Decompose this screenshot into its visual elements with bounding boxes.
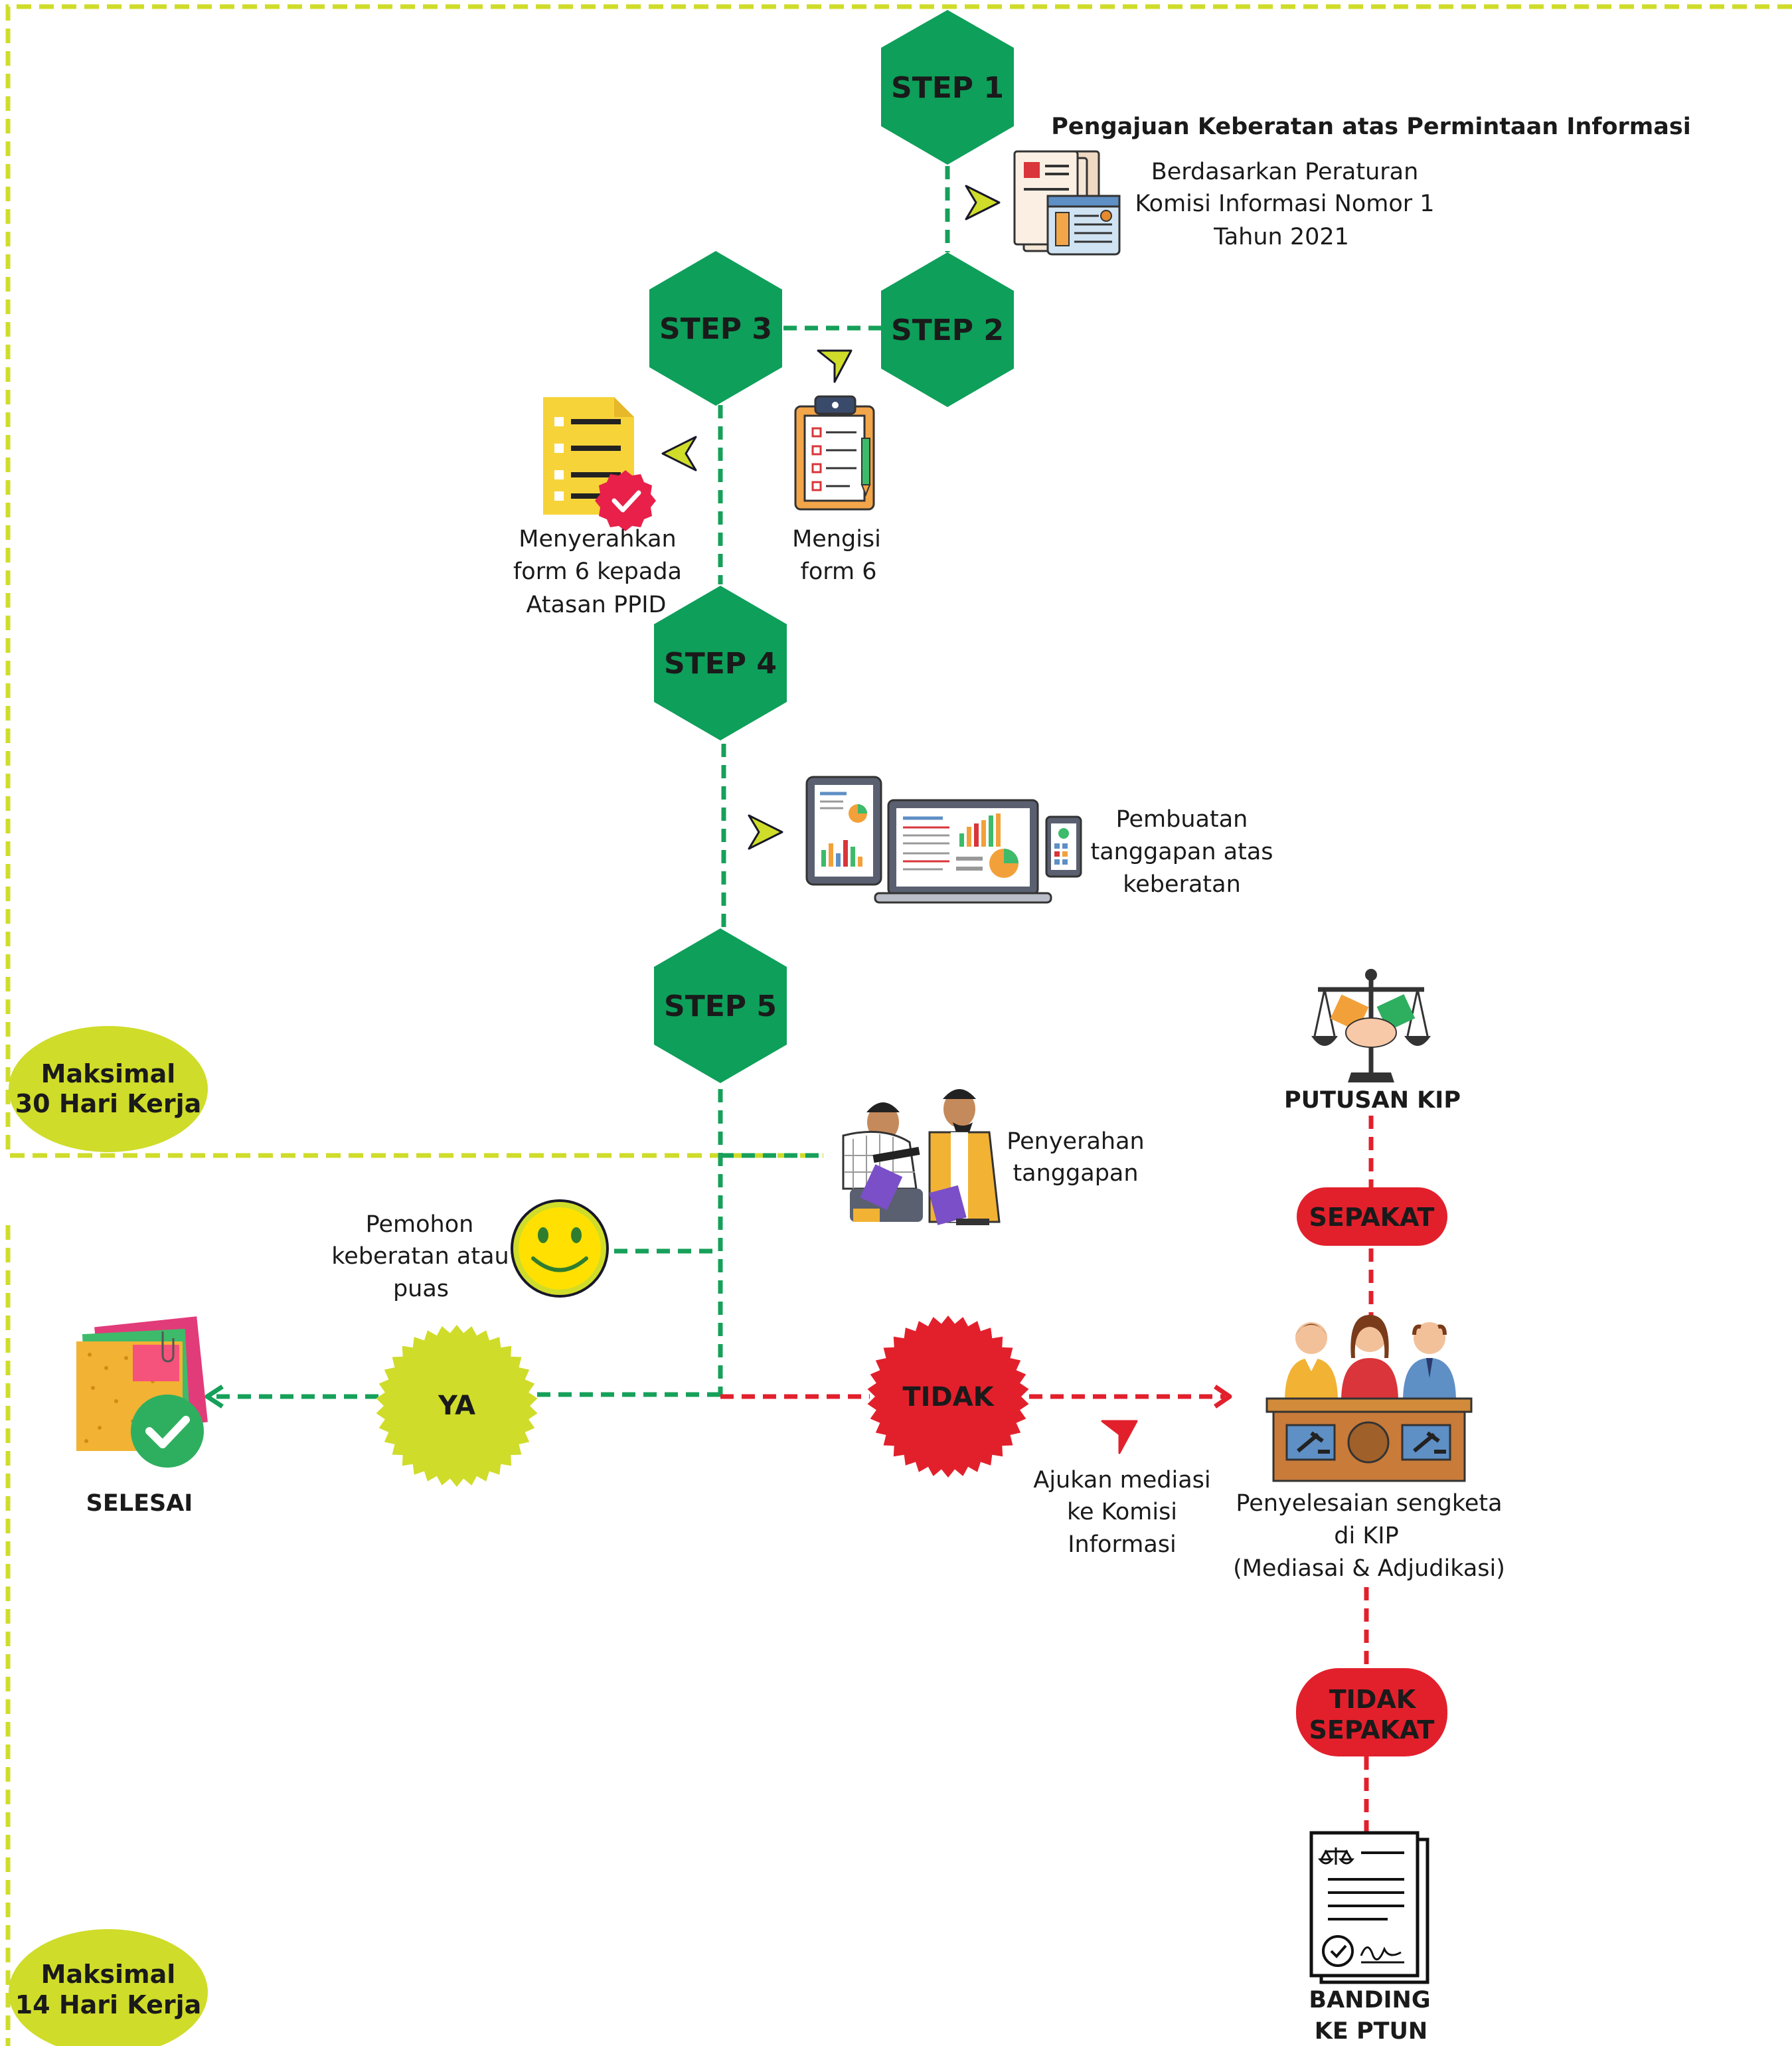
judges-panel-icon	[1265, 1315, 1473, 1482]
form-approved-icon	[543, 397, 656, 531]
step-label: STEP 5	[664, 989, 777, 1023]
sepakat-label: SEPAKAT	[1309, 1203, 1435, 1232]
step-label: STEP 1	[891, 71, 1004, 105]
step-hexagon	[881, 252, 1014, 407]
ajukan-line-1: Ajukan mediasi	[1033, 1467, 1210, 1493]
pemohon-line-2: keberatan atau	[331, 1243, 509, 1270]
step-5: STEP 5	[654, 928, 787, 1083]
notes-check-icon	[76, 1316, 208, 1468]
penyerahan-line-1: Penyerahan	[1007, 1128, 1144, 1155]
step-1: STEP 1	[881, 10, 1014, 165]
sengketa-line-1: Penyelesaian sengketa	[1236, 1490, 1502, 1517]
max30-line-1: Maksimal	[41, 1059, 176, 1088]
ya-seal-shape	[376, 1325, 538, 1487]
tidak-sepakat-line-1: TIDAK	[1329, 1685, 1417, 1714]
sengketa-line-2: di KIP	[1334, 1523, 1398, 1549]
step-label: STEP 4	[664, 647, 777, 681]
putusan-kip-label: PUTUSAN KIP	[1284, 1087, 1461, 1114]
step-hexagon	[881, 10, 1014, 165]
court-document-icon	[1309, 1831, 1429, 1984]
tidak-seal-shape	[867, 1316, 1029, 1478]
mengisi-line-2: form 6	[801, 558, 877, 585]
menyerahkan-line-1: Menyerahkan	[519, 526, 676, 553]
pembuatan-line-3: keberatan	[1123, 871, 1241, 898]
arrowhead-to-tribunal	[1214, 1385, 1232, 1408]
chevron-right-icon	[965, 185, 1001, 220]
ya-label: YA	[438, 1391, 475, 1421]
diagram-title: Pengajuan Keberatan atas Permintaan Info…	[1051, 114, 1690, 140]
step-label: STEP 2	[891, 313, 1004, 347]
step-hexagon	[649, 251, 782, 406]
mengisi-line-1: Mengisi	[792, 526, 881, 553]
smiley-face-icon	[511, 1199, 609, 1298]
ajukan-line-3: Informasi	[1068, 1531, 1177, 1558]
justice-handshake-icon	[1311, 969, 1431, 1082]
chevron-left-icon	[661, 436, 697, 471]
pembuatan-line-1: Pembuatan	[1116, 806, 1248, 833]
pemohon-line-3: puas	[393, 1276, 449, 1302]
tidak-sepakat-pill	[1296, 1668, 1447, 1756]
menyerahkan-line-2: form 6 kepada	[513, 558, 682, 585]
pemohon-line-1: Pemohon	[366, 1211, 474, 1238]
document-stack-icon	[1013, 150, 1121, 256]
ajukan-line-2: ke Komisi	[1067, 1499, 1177, 1525]
regulation-line-3: Tahun 2021	[1213, 224, 1349, 250]
people-handover-icon	[842, 1089, 1001, 1225]
arrowhead-to-selesai	[204, 1385, 224, 1408]
tidak-label: TIDAK	[902, 1382, 995, 1412]
sepakat-badge: SEPAKAT	[1297, 1187, 1447, 1246]
regulation-line-2: Komisi Informasi Nomor 1	[1135, 191, 1434, 217]
max14-line-1: Maksimal	[41, 1960, 176, 1989]
step-2: STEP 2	[881, 252, 1014, 407]
step-3: STEP 3	[649, 251, 782, 406]
penyerahan-line-2: tanggapan	[1013, 1160, 1138, 1187]
chevron-right-icon	[748, 814, 783, 850]
max14-line-2: 14 Hari Kerja	[15, 1990, 202, 2019]
chevron-down-red-icon	[1101, 1420, 1138, 1454]
badge-shape	[9, 1929, 208, 2046]
menyerahkan-line-3: Atasan PPID	[527, 592, 667, 618]
ya-seal: YA	[376, 1325, 538, 1487]
tidak-seal: TIDAK	[867, 1316, 1029, 1478]
chevron-down-icon	[817, 349, 853, 383]
red-connectors	[720, 1116, 1374, 1833]
period-30-border	[5, 4, 1792, 1158]
max-30-days-badge: Maksimal 30 Hari Kerja	[9, 1026, 208, 1152]
badge-shape	[9, 1026, 208, 1152]
max-14-days-badge: Maksimal 14 Hari Kerja	[9, 1929, 208, 2046]
sepakat-pill	[1297, 1187, 1447, 1246]
step-hexagon	[654, 928, 787, 1083]
tidak-sepakat-badge: TIDAK SEPAKAT	[1296, 1668, 1447, 1756]
max30-line-2: 30 Hari Kerja	[15, 1089, 202, 1118]
step-label: STEP 3	[659, 312, 772, 346]
pembuatan-line-2: tanggapan atas	[1090, 839, 1273, 865]
regulation-line-1: Berdasarkan Peraturan	[1151, 159, 1419, 185]
sengketa-line-3: (Mediasai & Adjudikasi)	[1233, 1555, 1505, 1582]
direction-chevrons	[661, 185, 1001, 850]
step-4: STEP 4	[654, 586, 787, 740]
green-connectors	[212, 166, 950, 1399]
period-borders	[5, 4, 1792, 2046]
devices-report-icon	[805, 776, 1082, 904]
selesai-label: SELESAI	[86, 1490, 193, 1517]
banding-line-2: KE PTUN	[1315, 2018, 1427, 2045]
banding-line-1: BANDING	[1309, 1987, 1430, 2013]
tidak-sepakat-line-2: SEPAKAT	[1309, 1715, 1435, 1745]
clipboard-checklist-icon	[794, 395, 875, 511]
step-hexagon	[654, 586, 787, 740]
